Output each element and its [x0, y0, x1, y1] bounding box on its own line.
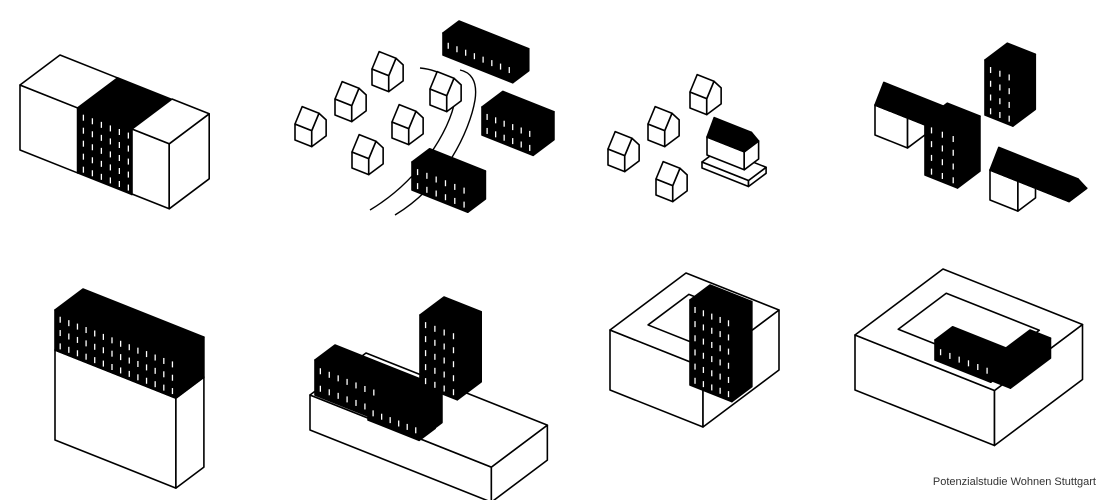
top-face	[984, 42, 1037, 72]
top-face	[989, 329, 1052, 369]
panel-row-density-infill	[19, 54, 210, 210]
house-roof	[294, 105, 320, 132]
house-gable	[705, 80, 722, 116]
house-roof	[689, 73, 715, 100]
front-face	[689, 299, 733, 403]
top-face	[367, 389, 436, 424]
house-roof	[334, 80, 360, 107]
panel-rooftop-extension	[54, 288, 205, 489]
top-face	[442, 20, 530, 62]
house-roof	[391, 103, 417, 130]
panel-house-infill	[607, 73, 767, 203]
house-gable	[671, 167, 688, 203]
panel-row-addition	[874, 42, 1088, 212]
gable-end	[743, 131, 760, 153]
panel-courtyard-infill	[854, 268, 1084, 447]
house-roof	[371, 50, 397, 77]
caption: Potenzialstudie Wohnen Stuttgart	[932, 476, 1096, 488]
panel-podium-block	[309, 296, 549, 500]
panel-courtyard-tower	[609, 272, 780, 428]
top-face	[481, 90, 555, 129]
gable-end	[1068, 178, 1088, 203]
top-face	[54, 288, 205, 359]
side-face	[731, 300, 753, 403]
house-gable	[387, 57, 404, 93]
house-gable	[310, 112, 327, 148]
house-roof	[429, 70, 455, 97]
top-face	[411, 148, 487, 185]
house-roof	[351, 133, 377, 160]
house-gable	[407, 110, 424, 146]
house-gable	[445, 77, 462, 113]
top-face	[689, 284, 753, 318]
house-gable	[663, 112, 680, 148]
house-gable	[623, 137, 640, 173]
top-face	[419, 296, 483, 331]
house-gable	[367, 140, 384, 176]
top-face	[924, 102, 981, 134]
top-face	[131, 98, 210, 145]
house-roof	[655, 160, 681, 187]
panel-settlement-edge-blocks	[294, 20, 555, 216]
house-roof	[647, 105, 673, 132]
house-gable	[350, 87, 367, 123]
house-roof	[607, 130, 633, 157]
